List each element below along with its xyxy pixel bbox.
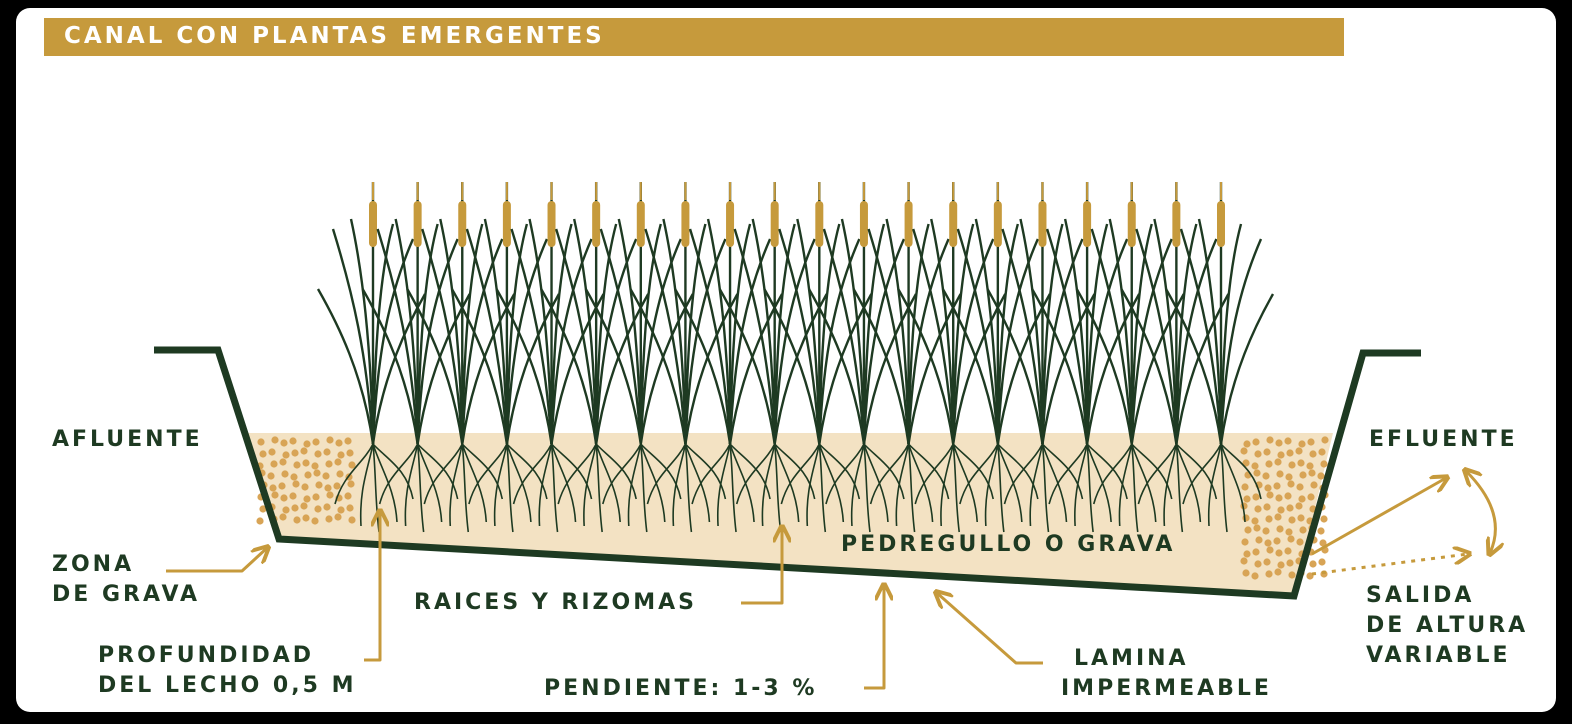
arrow-salida-variable [1466,471,1495,553]
label-salida-line2: DE ALTURA [1366,613,1529,638]
plant [897,182,1007,445]
label-salida-line3: VARIABLE [1366,643,1511,668]
label-lamina: LAMINA IMPERMEABLE [1061,644,1272,704]
label-lamina-line2: IMPERMEABLE [1061,676,1272,701]
plant [1075,182,1185,445]
label-zona-grava-line2: DE GRAVA [52,582,201,607]
canal-wall [154,346,1421,600]
plant [1164,182,1275,445]
plant [316,182,427,445]
root [423,443,504,533]
plant [361,182,471,445]
root [378,443,459,533]
root [1048,443,1128,533]
plant [763,182,873,445]
plant [584,182,694,445]
plant [674,182,784,445]
label-profundidad-line2: DEL LECHO 0,5 M [98,673,357,698]
gravel-bed [245,433,1333,596]
root [1003,443,1084,533]
root [1182,443,1262,533]
root [869,443,950,533]
root [959,443,1039,533]
root [557,443,637,533]
gravel-zone-dots [256,436,1329,580]
root [914,443,994,533]
label-salida: SALIDA DE ALTURA VARIABLE [1366,581,1528,671]
root [780,443,861,533]
label-profundidad-line1: PROFUNDIDAD [98,643,315,668]
root [825,443,905,533]
label-salida-line1: SALIDA [1366,583,1475,608]
label-pedregullo: PEDREGULLO O GRAVA [841,532,1176,557]
label-zona-grava: ZONA DE GRAVA [52,550,200,610]
emergent-plants [316,182,1275,445]
label-zona-grava-line1: ZONA [52,552,135,577]
arrow-raices [741,528,782,605]
label-raices: RAICES Y RIZOMAS [414,590,697,615]
arrow-zona-grava [166,548,267,573]
root [691,443,771,533]
root [602,443,682,533]
wetland-canal-diagram [154,182,1556,690]
root [1137,443,1218,533]
label-efluente: EFLUENTE [1369,427,1518,452]
label-afluente: AFLUENTE [52,427,203,452]
root [468,443,548,533]
label-pendiente: PENDIENTE: 1-3 % [544,676,818,701]
root [646,443,727,533]
diagram-frame: CANAL CON PLANTAS EMERGENTES AFLU [16,8,1556,712]
plant [807,182,917,445]
root [334,443,414,533]
root [1092,443,1173,533]
arrow-efluente [1311,478,1446,556]
label-profundidad: PROFUNDIDAD DEL LECHO 0,5 M [98,641,356,701]
arrow-lamina [937,593,1043,665]
plant [941,182,1051,445]
diagram-title: CANAL CON PLANTAS EMERGENTES [64,23,605,49]
arrow-salida-dotted [1311,554,1468,576]
label-lamina-line1: LAMINA [1074,646,1189,671]
arrow-pendiente [864,586,884,690]
root [512,443,593,533]
title-bar: CANAL CON PLANTAS EMERGENTES [44,18,1344,56]
root [735,443,816,533]
plant [495,182,605,445]
arrow-profundidad [364,512,380,662]
roots-and-rhizomes [334,443,1262,533]
